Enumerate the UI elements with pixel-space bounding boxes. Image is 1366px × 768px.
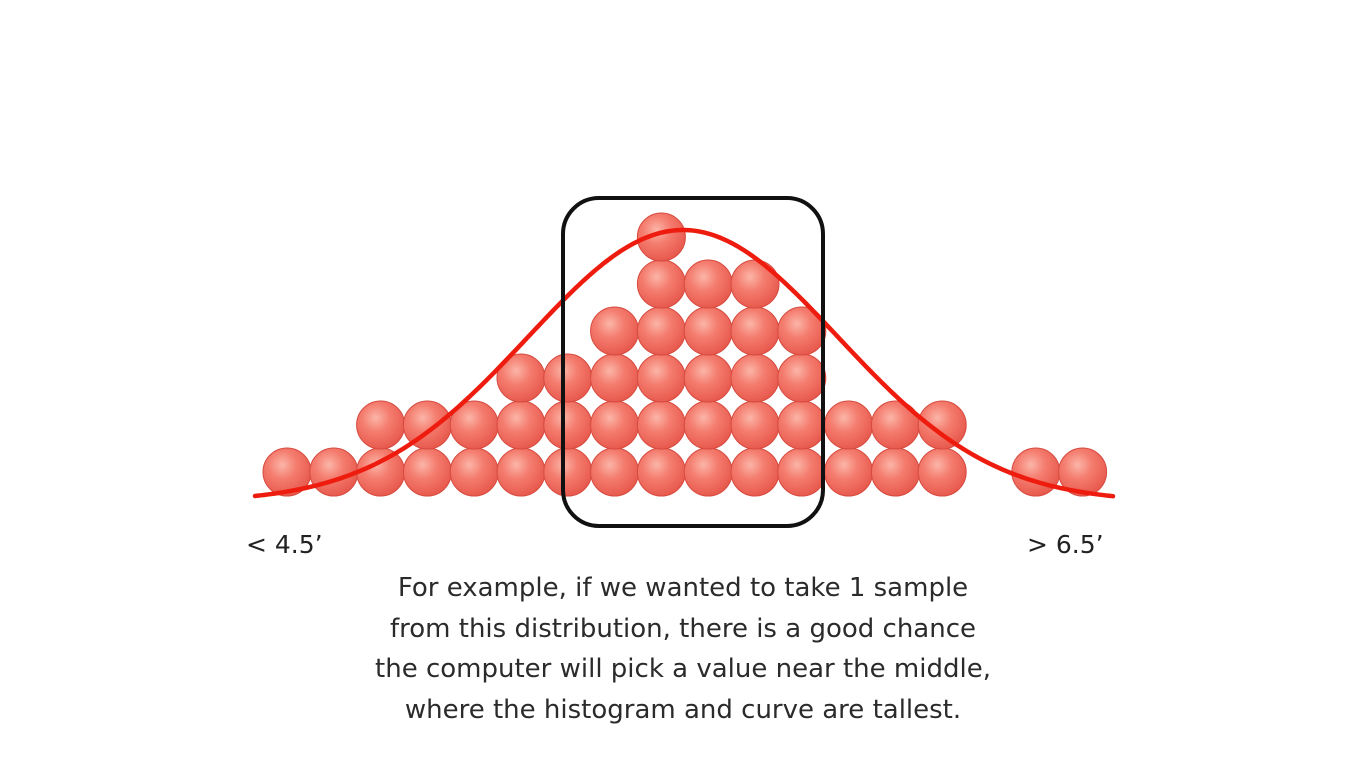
caption-line: the computer will pick a value near the …	[375, 654, 991, 684]
caption: For example, if we wanted to take 1 samp…	[283, 568, 1083, 730]
histogram-ball	[356, 400, 406, 450]
histogram-ball	[356, 447, 406, 497]
histogram-ball	[309, 447, 359, 497]
histogram-ball	[917, 400, 967, 450]
histogram-ball	[636, 306, 686, 356]
histogram-ball	[683, 400, 733, 450]
histogram-ball	[730, 447, 780, 497]
histogram-ball	[543, 447, 593, 497]
histogram-ball	[777, 353, 827, 403]
histogram-ball	[824, 400, 874, 450]
histogram-ball	[777, 400, 827, 450]
histogram-ball	[496, 447, 546, 497]
caption-line: from this distribution, there is a good …	[389, 613, 976, 644]
histogram-ball	[636, 259, 686, 309]
histogram-ball	[590, 353, 640, 403]
axis-label-left: < 4.5’	[246, 530, 323, 559]
axis-label-right: > 6.5’	[1027, 530, 1104, 559]
histogram-ball	[590, 306, 640, 356]
histogram-ball	[636, 212, 686, 262]
histogram-ball	[590, 400, 640, 450]
histogram-ball	[636, 400, 686, 450]
histogram-ball	[777, 306, 827, 356]
histogram-ball	[543, 400, 593, 450]
histogram-ball	[870, 447, 920, 497]
histogram-ball	[730, 306, 780, 356]
histogram-ball	[730, 353, 780, 403]
histogram-ball	[777, 447, 827, 497]
histogram-ball	[730, 259, 780, 309]
histogram-ball	[683, 353, 733, 403]
histogram-ball	[683, 259, 733, 309]
histogram-ball	[590, 447, 640, 497]
middle-selection-box	[561, 196, 825, 528]
histogram-ball	[683, 306, 733, 356]
histogram-ball	[543, 353, 593, 403]
histogram-ball	[730, 400, 780, 450]
histogram-balls	[262, 212, 1108, 497]
caption-line: For example, if we wanted to take 1 samp…	[397, 573, 969, 603]
histogram-ball	[402, 447, 452, 497]
histogram-ball	[496, 400, 546, 450]
histogram-ball	[1011, 447, 1061, 497]
histogram-ball	[1058, 447, 1108, 497]
histogram-ball	[824, 447, 874, 497]
histogram-ball	[636, 447, 686, 497]
normal-curve	[252, 227, 1116, 499]
histogram-ball	[683, 447, 733, 497]
histogram-ball	[636, 353, 686, 403]
histogram-ball	[449, 447, 499, 497]
histogram-ball	[917, 447, 967, 497]
caption-line: where the histogram and curve are talles…	[404, 694, 962, 725]
